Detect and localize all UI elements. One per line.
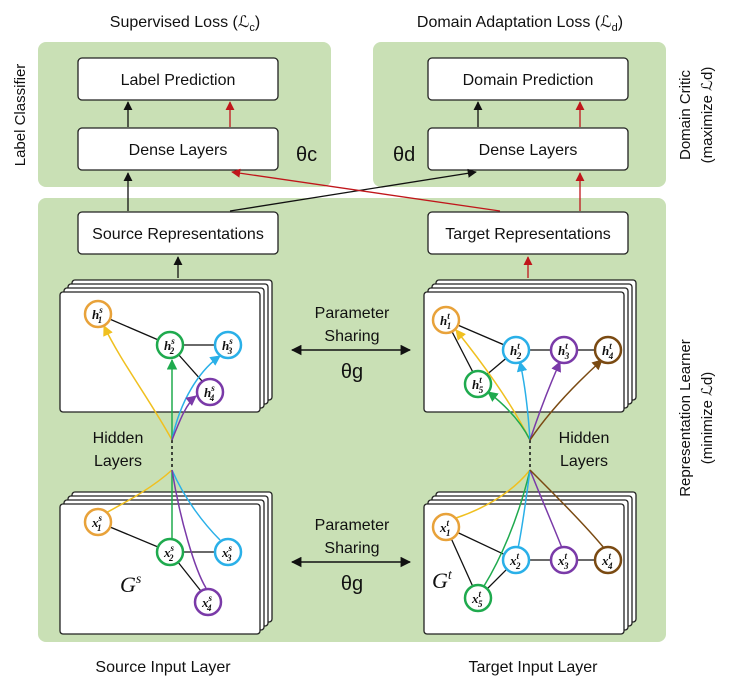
representation-learner-sublabel: (minimize ℒd) (699, 372, 716, 464)
svg-text:xt1: xt1 (439, 518, 451, 538)
source-graph-label: Gs (120, 572, 142, 597)
svg-text:xt5: xt5 (471, 589, 483, 609)
svg-text:xs1: xs1 (91, 513, 103, 533)
svg-text:ht3: ht3 (558, 341, 570, 361)
svg-text:xs4: xs4 (201, 593, 213, 613)
source-representations-box (77, 211, 279, 255)
dense-layers-left-box (77, 127, 279, 171)
domain-prediction-box (427, 57, 629, 101)
svg-text:hs4: hs4 (204, 383, 215, 403)
param-sharing-top-2: Sharing (324, 328, 379, 345)
source-hidden-curves (103, 325, 221, 441)
theta-g-bottom: θg (341, 573, 363, 595)
svg-text:hs1: hs1 (92, 305, 103, 325)
target-hidden-curves (455, 329, 603, 441)
source-input-layer-label: Source Input Layer (95, 659, 231, 676)
svg-text:xt4: xt4 (601, 551, 613, 571)
svg-text:hs2: hs2 (164, 336, 175, 356)
target-representations-box (427, 211, 629, 255)
param-sharing-top-1: Parameter (315, 305, 390, 322)
param-sharing-bottom-2: Sharing (324, 540, 379, 557)
svg-text:xt2: xt2 (509, 551, 521, 571)
arrow-tgt-rep-to-label-dense (231, 168, 501, 212)
hidden-layers-left-1: Hidden (93, 430, 144, 447)
hidden-layers-left-2: Layers (94, 453, 142, 470)
domain-critic-sublabel: (maximize ℒd) (699, 67, 716, 164)
dense-layers-right-text: Dense Layers (479, 142, 578, 159)
arrow-src-rep-to-domain-dense (229, 168, 477, 212)
svg-text:ht5: ht5 (472, 375, 484, 395)
source-representations-text: Source Representations (92, 226, 264, 243)
svg-text:xs3: xs3 (221, 543, 233, 563)
dense-layers-left-text: Dense Layers (129, 142, 228, 159)
theta-c: θc (296, 144, 317, 166)
svg-text:ht4: ht4 (602, 341, 614, 361)
theta-d: θd (393, 144, 415, 166)
label-prediction-text: Label Prediction (121, 72, 236, 89)
target-input-curves (455, 469, 605, 587)
domain-prediction-text: Domain Prediction (463, 72, 594, 89)
target-representations-text: Target Representations (445, 226, 610, 243)
hidden-layers-right-2: Layers (560, 453, 608, 470)
hidden-layers-right-1: Hidden (559, 430, 610, 447)
svg-text:xt3: xt3 (557, 551, 569, 571)
svg-text:ht1: ht1 (440, 311, 451, 331)
representation-learner-label: Representation Learner (677, 339, 694, 497)
target-graph-label: Gt (432, 568, 453, 593)
svg-text:ht2: ht2 (510, 341, 522, 361)
svg-text:hs3: hs3 (222, 336, 233, 356)
svg-text:xs2: xs2 (163, 543, 175, 563)
label-prediction-box (77, 57, 279, 101)
domain-loss-title: Domain Adaptation Loss (ℒd) (417, 14, 623, 34)
theta-g-top: θg (341, 361, 363, 383)
dense-layers-right-box (427, 127, 629, 171)
supervised-loss-title: Supervised Loss (ℒc) (110, 14, 260, 34)
target-input-layer-label: Target Input Layer (469, 659, 599, 676)
param-sharing-bottom-1: Parameter (315, 517, 390, 534)
domain-critic-label: Domain Critic (677, 69, 694, 160)
source-input-curves (103, 469, 221, 589)
label-classifier-label: Label Classifier (12, 64, 29, 167)
